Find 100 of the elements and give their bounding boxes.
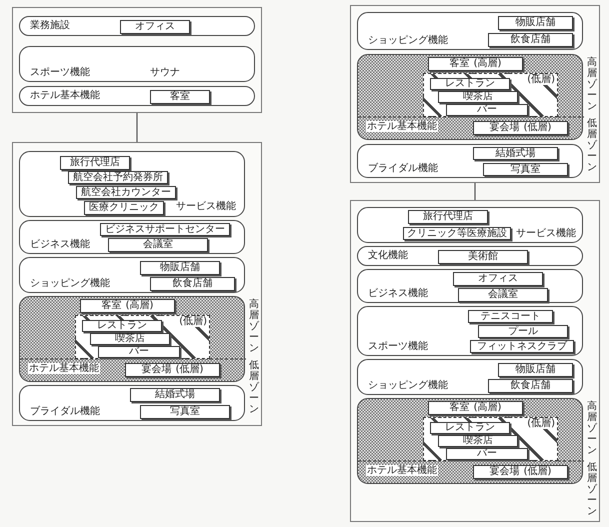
facility-name: テニスコート [480, 312, 540, 322]
connector-line [474, 183, 476, 200]
function-band [19, 46, 255, 82]
facility-box [438, 250, 528, 264]
zone-label: 低層ゾーン [587, 462, 597, 517]
facility-box [473, 147, 558, 160]
floor-plan-panel [350, 200, 600, 522]
facility-name: 客室 [450, 403, 470, 413]
facility-box [488, 33, 573, 47]
facility-name: 旅行代理店 [70, 158, 120, 168]
zone-label: 低層ゾーン [587, 118, 597, 173]
facility-box [446, 104, 528, 116]
facility-box [488, 379, 573, 393]
facility-name: 物販店舗 [516, 365, 556, 375]
facility-box [408, 210, 488, 224]
facility-name: バー [477, 449, 497, 459]
facility-name: フィットネスクラブ [477, 342, 567, 352]
zone-label: 高層ゾーン [249, 299, 259, 354]
facility-box [82, 320, 162, 332]
facility-name: オフィス [135, 22, 175, 32]
facility-box [438, 435, 518, 447]
facility-box [473, 465, 568, 479]
function-band [357, 359, 583, 395]
zone-label: 高層ゾーン [587, 401, 597, 456]
facility-box [430, 78, 510, 90]
function-label: ホテル基本機能 [28, 363, 100, 374]
facility-box [498, 363, 573, 377]
facility-box [473, 121, 568, 135]
hotel-core-band [19, 296, 245, 382]
dining-zone-box [75, 315, 210, 359]
facility-name: レストラン [97, 321, 147, 331]
facility-name: 航空会社予約発券所 [73, 172, 163, 182]
facility-box [468, 310, 553, 323]
function-band [357, 144, 583, 178]
facility-name: 物販店舗 [160, 263, 200, 273]
function-label: ショッピング機能 [368, 35, 448, 46]
function-label: ブライダル機能 [368, 163, 438, 174]
facility-box [84, 201, 164, 215]
facility-box [483, 163, 568, 176]
function-label: サービス機能 [516, 228, 576, 239]
facility-name: オフィス [478, 274, 518, 284]
facility-box [60, 156, 130, 170]
facility-box [428, 57, 523, 71]
zone-label: 高層ゾーン [587, 57, 597, 112]
facility-name: 飲食店舗 [510, 381, 550, 391]
function-label: スポーツ機能 [30, 67, 90, 78]
facility-name: バー [477, 105, 497, 115]
facility-name: プール [508, 326, 538, 336]
function-band [357, 269, 583, 303]
facility-name: クリニック等医療施設 [407, 228, 507, 238]
facility-name: 飲食店舗 [172, 279, 212, 289]
floor-tag: (低層) [176, 365, 204, 375]
floor-plan-panel [12, 7, 262, 113]
function-label: 業務施設 [30, 20, 70, 31]
facility-box [98, 346, 180, 358]
facility-box [430, 422, 510, 434]
floor-tag: (高層) [126, 301, 154, 311]
floor-tag: (低層) [524, 123, 552, 133]
function-label: ビジネス機能 [368, 288, 428, 299]
facility-box [453, 272, 543, 286]
function-band [357, 12, 583, 50]
function-band [19, 257, 245, 293]
facility-name: 美術館 [468, 252, 498, 262]
function-band [19, 151, 245, 217]
facility-box [478, 325, 568, 338]
facility-name: 喫茶店 [115, 334, 145, 344]
facility-box [68, 171, 168, 184]
connector-line [136, 113, 138, 142]
facility-box [125, 363, 220, 377]
function-band [357, 306, 583, 356]
facility-box [150, 90, 210, 104]
facility-name: 物販店舗 [516, 18, 556, 28]
facility-name: 客室 [450, 59, 470, 69]
facility-name: 宴会場 [490, 123, 520, 133]
dining-zone-box [423, 417, 558, 461]
floor-tag: (低層) [179, 317, 207, 327]
facility-name: ビジネスサポートセンター [105, 224, 225, 234]
facility-name: 喫茶店 [463, 436, 493, 446]
function-band [19, 86, 255, 106]
hotel-core-band [357, 54, 583, 140]
function-band [19, 220, 245, 254]
floor-plan-panel [12, 142, 262, 426]
function-label: ショッピング機能 [30, 278, 110, 289]
function-label: スポーツ機能 [368, 341, 428, 352]
facility-box [76, 186, 176, 199]
function-label: ショッピング機能 [368, 380, 448, 391]
facility-name: レストラン [445, 79, 495, 89]
facility-box [80, 299, 175, 313]
facility-name: 写真室 [510, 164, 540, 174]
facility-name: 結婚式場 [155, 390, 195, 400]
dining-zone-box [423, 73, 558, 117]
facility-box [403, 227, 511, 240]
function-label: ビジネス機能 [30, 239, 90, 250]
facility-box [140, 261, 220, 275]
floor-tag: (低層) [527, 419, 555, 429]
facility-box [470, 340, 574, 353]
facility-box [498, 16, 573, 30]
function-label: サービス機能 [176, 201, 236, 212]
facility-name: 客室 [102, 301, 122, 311]
facility-name: 旅行代理店 [423, 212, 473, 222]
